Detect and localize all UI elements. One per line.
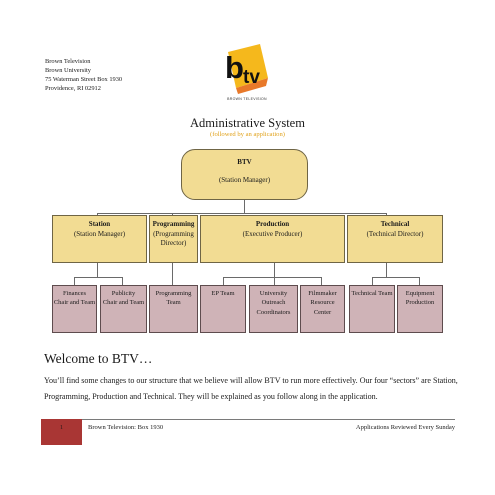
btv-logo: b tv [225,44,268,94]
connector-line [97,213,98,216]
address-line: 75 Waterman Street Box 1930 [45,76,123,83]
unit-line: Publicity [111,290,136,297]
unit-line: Outreach [261,299,286,307]
page-number-block [41,419,82,445]
unit-box-filmmaker-resource: Filmmaker Resource Center [300,285,345,333]
unit-box-ep-team: EP Team [200,285,246,333]
connector-line [386,263,387,277]
sector-box-station: Station (Station Manager) [52,215,147,263]
connector-line [97,263,98,277]
sector-box-production: Production (Executive Producer) [200,215,345,263]
footer-right-text: Applications Reviewed Every Sunday [355,424,455,431]
unit-line: Center [313,308,332,316]
unit-line: Team [166,299,181,307]
page-number: 1 [59,424,64,431]
unit-box-equipment-production: Equipment Production [397,285,443,333]
sector-role: Director) [160,239,187,247]
unit-line: Production [405,299,435,307]
sector-box-programming: Programming (Programming Director) [149,215,198,263]
unit-line: Technical Team [351,290,393,297]
unit-line: Programming [155,290,192,297]
unit-line: Resource [310,299,335,307]
sector-name: Production [255,220,290,228]
logo-tagline: BROWN TELEVISION [227,97,267,101]
welcome-paragraph: You’ll find some changes to our structur… [44,376,458,401]
unit-line: Filmmaker [308,290,337,297]
welcome-heading: Welcome to BTV… [44,351,153,366]
unit-line: Coordinators [256,308,291,316]
unit-line: Chair and Team [53,299,96,307]
address-line: Brown Television [45,58,91,65]
address-line: Providence, RI 02912 [45,85,101,92]
sector-name: Technical [380,220,410,228]
sector-role: (Technical Director) [366,229,424,238]
connector-line [74,277,123,278]
sector-box-technical: Technical (Technical Director) [347,215,443,263]
connector-line [244,200,245,213]
page-subtitle: (followed by an application) [210,131,285,138]
connector-line [386,213,387,216]
unit-box-programming-team: Programming Team [149,285,198,333]
connector-line [274,277,275,286]
connector-line [372,277,420,278]
footer-divider [41,419,455,420]
unit-line: Equipment [405,290,435,297]
unit-line: Chair and Team [102,299,145,307]
unit-box-finances: Finances Chair and Team [52,285,97,333]
connector-line [321,277,322,286]
org-box-btv: BTV (Station Manager) [181,149,308,200]
address-block: Brown Television Brown University 75 Wat… [45,57,122,93]
connector-line [172,213,173,216]
sector-name: Station [88,220,111,228]
connector-line [223,277,322,278]
sector-role: (Station Manager) [73,229,126,238]
unit-line: EP Team [211,290,235,297]
svg-text:tv: tv [243,67,260,88]
org-box-role: (Station Manager) [218,175,271,184]
connector-line [97,213,387,214]
address-line: Brown University [45,67,91,74]
page-title: Administrative System [190,116,305,130]
unit-line: University [259,290,288,297]
unit-line: Finances [62,290,87,297]
unit-box-technical-team: Technical Team [349,285,395,333]
connector-line [223,277,224,286]
org-box-title: BTV [237,158,252,166]
connector-line [274,263,275,277]
sector-role: (Executive Producer) [242,229,303,238]
connector-line [172,263,173,286]
sector-name: Programming [152,220,195,228]
unit-box-publicity: Publicity Chair and Team [100,285,147,333]
sector-role: (Programming [153,229,194,238]
connector-line [74,277,75,286]
connector-line [122,277,123,286]
footer-left-text: Brown Television: Box 1930 [88,424,164,431]
unit-box-university-outreach: University Outreach Coordinators [249,285,298,333]
svg-text:b: b [225,50,244,85]
connector-line [419,277,420,286]
connector-line [372,277,373,286]
